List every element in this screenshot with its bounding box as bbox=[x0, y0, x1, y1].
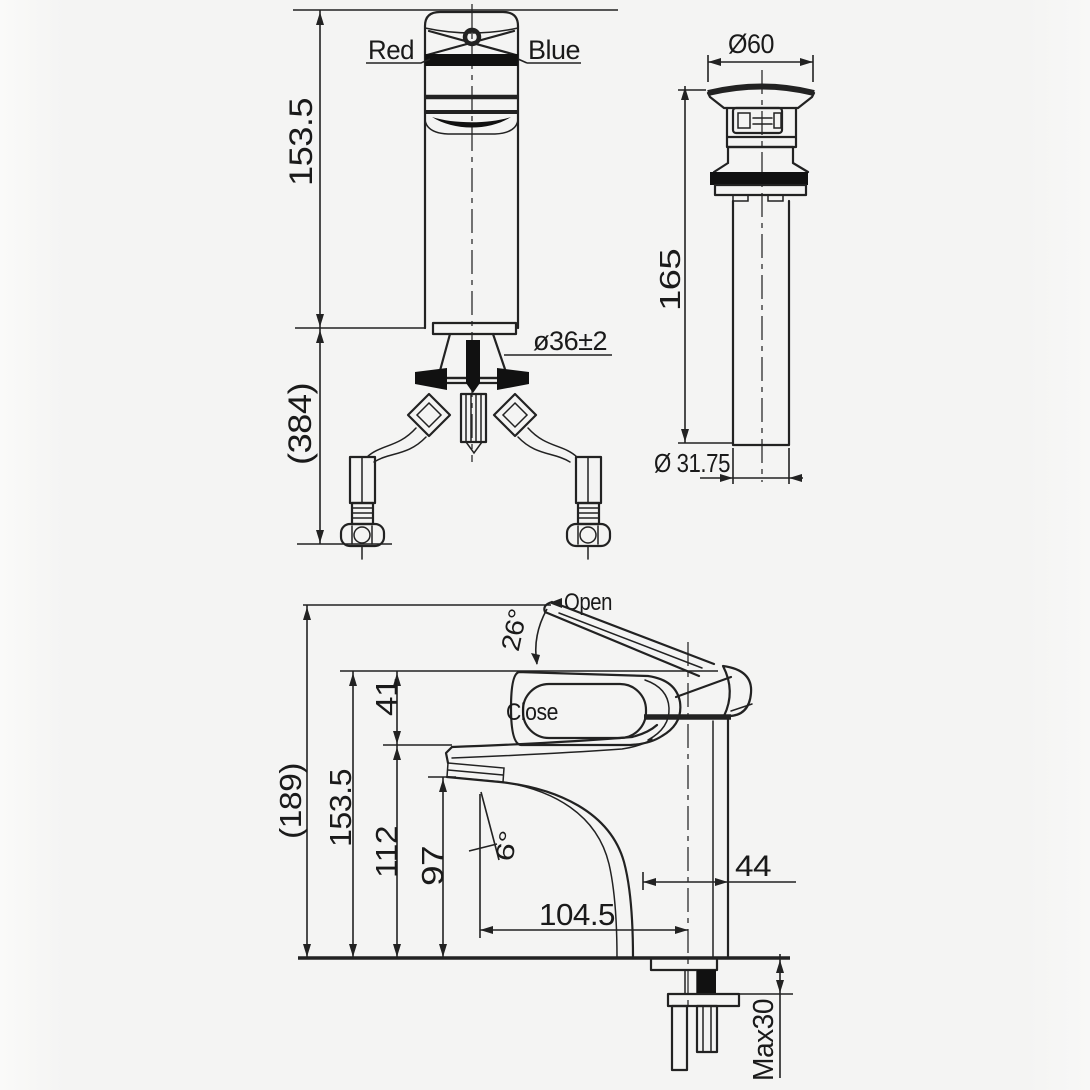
body-depth-label: 44 bbox=[735, 850, 771, 883]
drain-dimensions: Ø60 165 Ø 31.75 bbox=[654, 29, 814, 484]
close-label: Close bbox=[506, 699, 558, 726]
open-label: Open bbox=[564, 589, 612, 616]
side-dimensions: Open 26° (189) 153.5 41 112 bbox=[273, 589, 796, 1081]
handle-thickness-label: 41 bbox=[369, 678, 404, 716]
tailpiece bbox=[466, 340, 480, 393]
drain-washer bbox=[710, 172, 808, 185]
left-supply-connector bbox=[339, 455, 386, 560]
drain-top-dia-label: Ø60 bbox=[728, 29, 774, 59]
open-lever bbox=[543, 600, 716, 678]
popup-drain-body bbox=[706, 83, 816, 447]
front-hole-dia-label: ø36±2 bbox=[533, 326, 607, 356]
red-label: Red bbox=[368, 35, 414, 65]
drain-height-label: 165 bbox=[655, 249, 687, 311]
fixing-gasket bbox=[697, 970, 716, 994]
spout-reach-label: 104.5 bbox=[539, 897, 615, 932]
under-deck-fixing bbox=[649, 956, 741, 1072]
side-view: Open 26° (189) 153.5 41 112 bbox=[273, 589, 796, 1081]
side-body bbox=[444, 714, 730, 960]
open-angle-label: 26° bbox=[495, 606, 533, 653]
right-clamp-wing bbox=[497, 368, 529, 390]
aerator-lens bbox=[432, 117, 511, 128]
front-view: 153.5 (384) ø36±2 Red Blue bbox=[282, 4, 618, 560]
deck-max-label: Max30 bbox=[748, 999, 780, 1081]
right-supply-connector bbox=[565, 455, 612, 560]
overall-height-label: (189) bbox=[273, 763, 308, 839]
drain-pipe-dia-label: Ø 31.75 bbox=[654, 448, 730, 478]
front-faucet-body: Red Blue bbox=[366, 10, 581, 330]
indicator-band bbox=[425, 54, 518, 66]
close-lever: Close bbox=[506, 664, 753, 747]
spout-angle-label: 6° bbox=[491, 829, 524, 863]
spout-height-label: 97 bbox=[415, 846, 450, 886]
body-height-label: 112 bbox=[369, 826, 404, 878]
front-height-label: 153.5 bbox=[283, 98, 319, 186]
drain-view: Ø60 165 Ø 31.75 bbox=[654, 29, 816, 484]
front-dimensions: 153.5 (384) ø36±2 bbox=[282, 9, 618, 545]
left-clamp-wing bbox=[415, 368, 447, 390]
front-extension-label: (384) bbox=[282, 383, 318, 465]
height-to-handle-label: 153.5 bbox=[323, 769, 358, 847]
blue-label: Blue bbox=[528, 35, 580, 65]
front-mounting-assembly bbox=[406, 321, 538, 455]
front-supply-hoses bbox=[339, 427, 612, 560]
